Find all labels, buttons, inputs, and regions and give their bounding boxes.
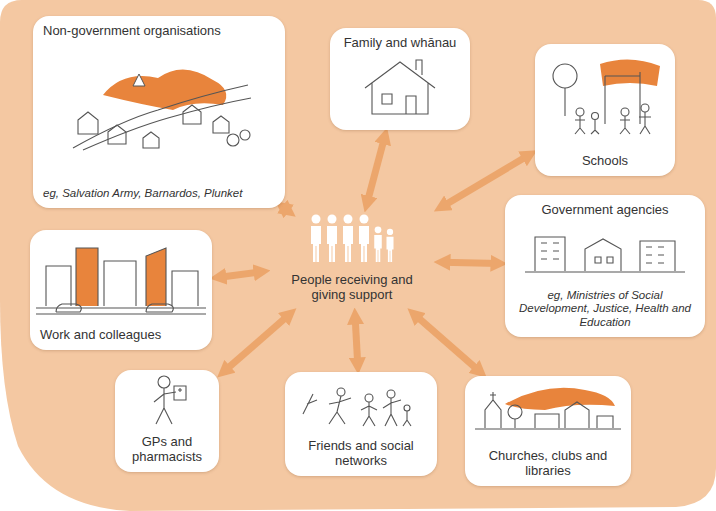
illustration [299,378,423,430]
heading-text: Family and whānau [340,35,460,51]
example-text: eg, Ministries of Social Development, Ju… [515,289,695,330]
work-box: Work and colleagues [30,230,212,350]
double-arrow [414,314,481,372]
illustration [140,374,194,426]
illustration [63,50,253,150]
double-arrow [218,272,262,278]
government-box: Government agencies eg, Ministries of Soc… [505,195,705,337]
illustration [525,229,685,273]
double-arrow [367,136,385,204]
double-arrow [355,316,358,366]
double-arrow [282,206,289,211]
heading-text: Churches, clubs and libraries [475,448,621,479]
gp-box: GPs and pharmacists [115,370,219,472]
heading-text: Schools [545,153,665,169]
illustration [475,380,621,436]
schools-box: Schools [535,44,675,176]
family-box: Family and whānau [330,28,470,130]
organisation-box: Non-government organisations eg, Salvatio… [33,16,285,208]
heading-text: Government agencies [515,202,695,218]
center-text: People receiving and giving support [278,272,426,303]
illustration [545,54,665,134]
heading-text: Work and colleagues [40,327,202,343]
illustration [36,236,206,316]
double-arrow [224,314,290,372]
illustration [308,212,396,262]
illustration [360,56,440,116]
double-arrow [442,262,499,263]
heading-text: Friends and social networks [295,438,427,469]
example-text: eg, Salvation Army, Barnardos, Plunket [43,187,275,201]
heading-text: GPs and pharmacists [125,434,209,465]
heading-text: Non-government organisations [43,23,275,39]
friends-box: Friends and social networks [285,372,437,476]
churches-box: Churches, clubs and libraries [465,376,631,486]
center-node: People receiving and giving support [268,210,436,310]
